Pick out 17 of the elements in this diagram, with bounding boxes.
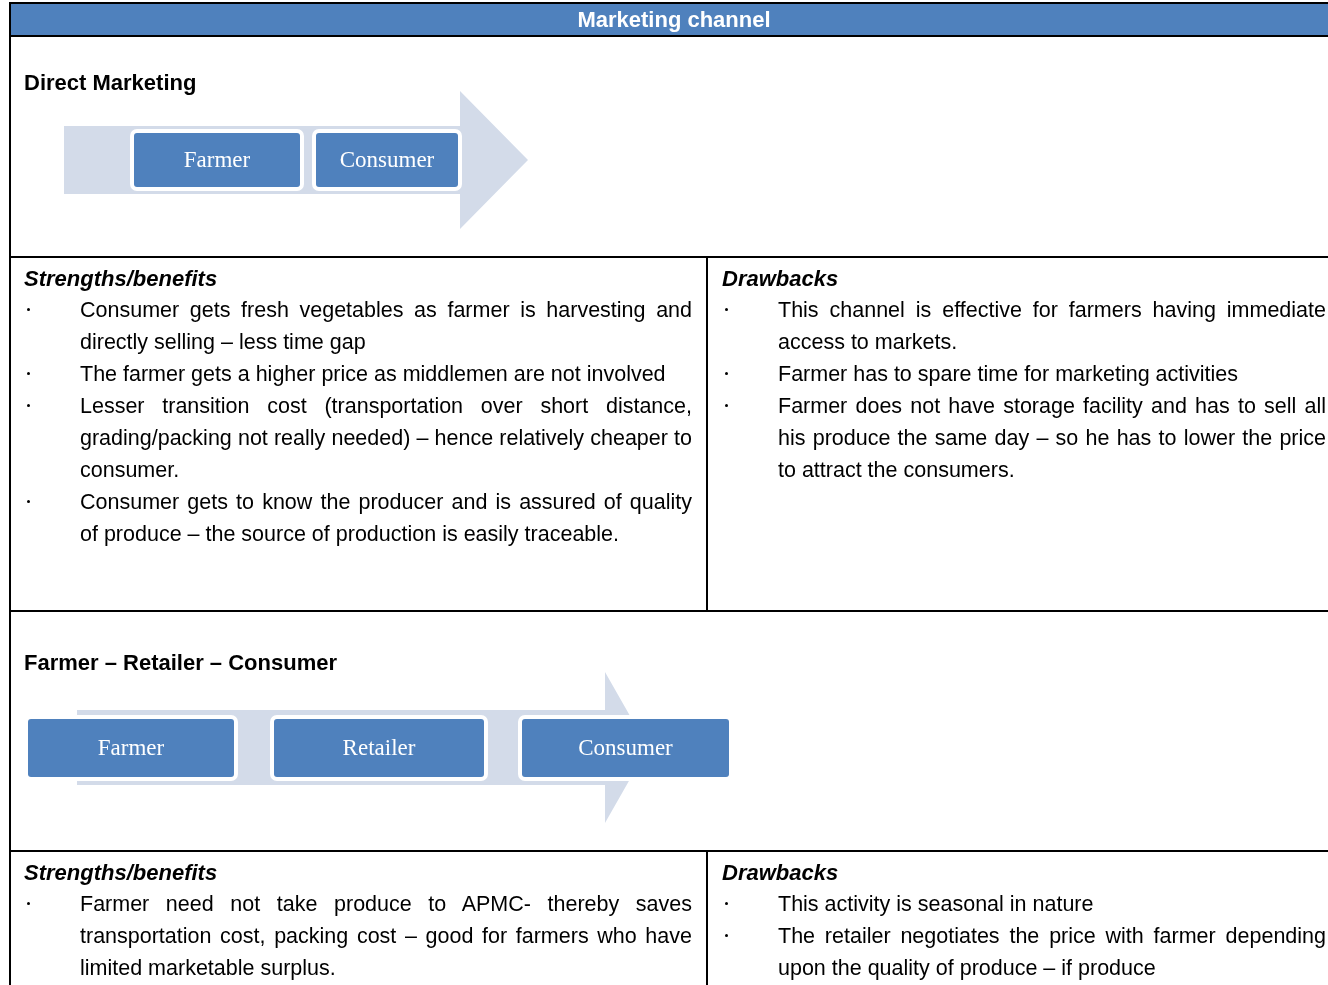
bullet-text: This channel is effective for farmers having immediate access to markets. (778, 297, 1326, 356)
bullet-text: The farmer gets a higher price as middlemen are not involved (80, 361, 667, 388)
column-heading: Drawbacks (722, 859, 840, 887)
bullet-text: Farmer does not have storage facility and has to sell all his produce the same day – so he has to lower the price to attract the consumers. (778, 393, 1326, 484)
table-header: Marketing channel (9, 2, 1328, 37)
bullet-text: The retailer negotiates the price with farmer depending upon the quality of produce – if produce (778, 923, 1326, 982)
bullet-text: Farmer need not take produce to APMC- thereby saves transportation cost, packing cost – good for farmers who have limited marketable surplus. (80, 891, 692, 982)
column-heading: Strengths/benefits (24, 265, 219, 293)
bullet-text: Consumer gets to know the producer and is assured of quality of produce – the source of production is easily traceable. (80, 489, 692, 548)
column-heading: Drawbacks (722, 265, 840, 293)
bullet-text: Consumer gets fresh vegetables as farmer is harvesting and directly selling – less time gap (80, 297, 692, 356)
bullet-text: Farmer has to spare time for marketing activities (778, 361, 1239, 388)
section-heading: Direct Marketing (24, 70, 198, 96)
bullet-text: Lesser transition cost (transportation over short distance, grading/packing not really needed) – hence relatively cheaper to consumer. (80, 393, 692, 484)
section-heading: Farmer – Retailer – Consumer (24, 650, 339, 676)
bullet-text: This activity is seasonal in nature (778, 891, 1095, 918)
column-heading: Strengths/benefits (24, 859, 219, 887)
